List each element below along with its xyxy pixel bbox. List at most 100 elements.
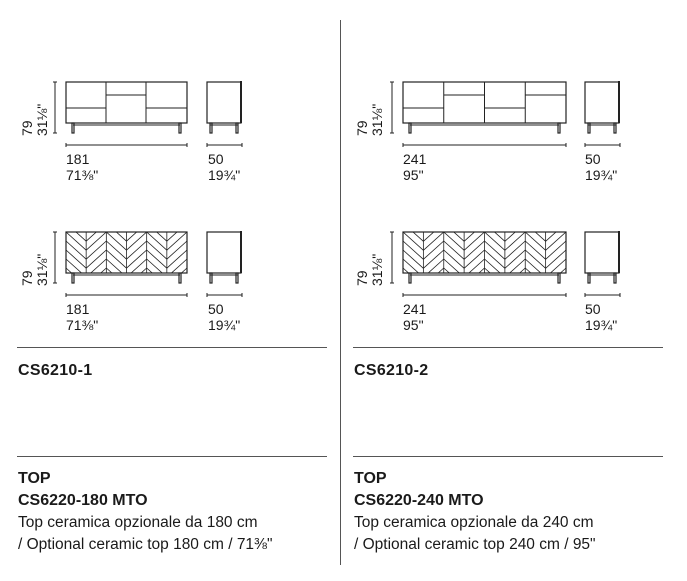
chevron-line	[545, 240, 566, 260]
height-cm: 79	[354, 270, 370, 286]
chevron-line	[403, 249, 424, 269]
chevron-line	[423, 232, 425, 233]
top-option: TOP CS6220-240 MTO Top ceramica opzional…	[354, 468, 596, 556]
side-leg	[613, 272, 617, 284]
cabinet-leg	[408, 272, 412, 284]
top-heading: TOP	[354, 470, 387, 487]
chevron-line	[66, 277, 86, 295]
chevron-line	[75, 232, 87, 242]
chevron-line	[423, 277, 443, 295]
height-cm: 79	[354, 120, 370, 136]
width-cm: 241	[403, 151, 427, 167]
height-in: 31⅛"	[369, 253, 385, 286]
chevron-line	[443, 258, 460, 273]
width-cm: 241	[403, 301, 427, 317]
column-divider	[340, 20, 341, 565]
chevron-line	[545, 232, 557, 242]
chevron-line	[403, 240, 424, 260]
chevron-line	[106, 240, 127, 260]
top-code: CS6220-240 MTO	[354, 492, 484, 509]
chevron-line	[126, 240, 147, 260]
desc-italian: Top ceramica opzionale da 180 cm	[18, 514, 258, 531]
height-in: 31⅛"	[34, 103, 50, 136]
divider	[17, 347, 327, 348]
chevron-line	[166, 249, 187, 269]
depth-in: 19¾"	[585, 167, 618, 183]
width-in: 95"	[403, 317, 424, 333]
chevron-line	[85, 232, 87, 233]
cabinet-leg	[557, 122, 561, 134]
depth-cm: 50	[585, 151, 601, 167]
chevron-line	[127, 277, 147, 295]
width-in: 71⅜"	[66, 167, 99, 183]
chevron-line	[545, 232, 566, 251]
chevron-line	[100, 267, 107, 273]
depth-cm: 50	[208, 301, 224, 317]
side-leg	[235, 272, 239, 284]
side-view-body	[206, 231, 242, 274]
chevron-line	[170, 258, 187, 273]
width-cm: 181	[66, 151, 90, 167]
cabinet-leg	[557, 272, 561, 284]
chevron-line	[126, 249, 147, 269]
chevron-line	[559, 267, 566, 273]
chevron-line	[545, 232, 547, 233]
chevron-line	[85, 232, 107, 251]
chevron-line	[403, 277, 423, 295]
chevron-line	[106, 258, 123, 273]
chevron-line	[126, 232, 147, 251]
height-in: 31⅛"	[34, 253, 50, 286]
chevron-line	[549, 258, 566, 273]
chevron-line	[437, 267, 445, 273]
side-leg	[209, 122, 213, 134]
cabinet-front	[65, 81, 188, 124]
desc-english: / Optional ceramic top 240 cm / 95"	[354, 536, 596, 553]
desc-english: / Optional ceramic top 180 cm / 71⅜"	[18, 536, 273, 553]
side-view-body	[584, 231, 620, 274]
chevron-line	[106, 267, 113, 273]
chevron-line	[147, 277, 167, 295]
chevron-line	[504, 249, 526, 269]
chevron-line	[505, 277, 525, 295]
product-code: CS6210-2	[354, 362, 429, 379]
divider	[353, 347, 663, 348]
chevron-line	[146, 249, 168, 269]
divider	[17, 456, 327, 457]
chevron-line	[443, 240, 465, 260]
top-code: CS6220-180 MTO	[18, 492, 148, 509]
chevron-line	[463, 232, 465, 233]
chevron-line	[443, 249, 465, 269]
side-leg	[235, 122, 239, 134]
depth-in: 19¾"	[208, 167, 241, 183]
top-heading: TOP	[18, 470, 51, 487]
product-code: CS6210-1	[18, 362, 93, 379]
chevron-line	[166, 232, 167, 233]
chevron-line	[463, 240, 485, 260]
chevron-line	[493, 232, 506, 242]
chevron-line	[85, 232, 97, 242]
depth-in: 19¾"	[585, 317, 618, 333]
chevron-line	[484, 267, 491, 273]
chevron-line	[423, 249, 445, 269]
cabinet-leg	[178, 122, 182, 134]
height-in: 31⅛"	[369, 103, 385, 136]
chevron-line	[66, 267, 73, 273]
chevron-line	[106, 232, 127, 251]
chevron-line	[484, 232, 506, 251]
side-view-body	[584, 81, 620, 124]
chevron-line	[509, 258, 526, 273]
chevron-line	[106, 277, 126, 295]
depth-cm: 50	[585, 301, 601, 317]
chevron-line	[90, 258, 107, 273]
desc-italian: Top ceramica opzionale da 240 cm	[354, 514, 594, 531]
side-view-body	[206, 81, 242, 124]
chevron-line	[546, 277, 566, 295]
